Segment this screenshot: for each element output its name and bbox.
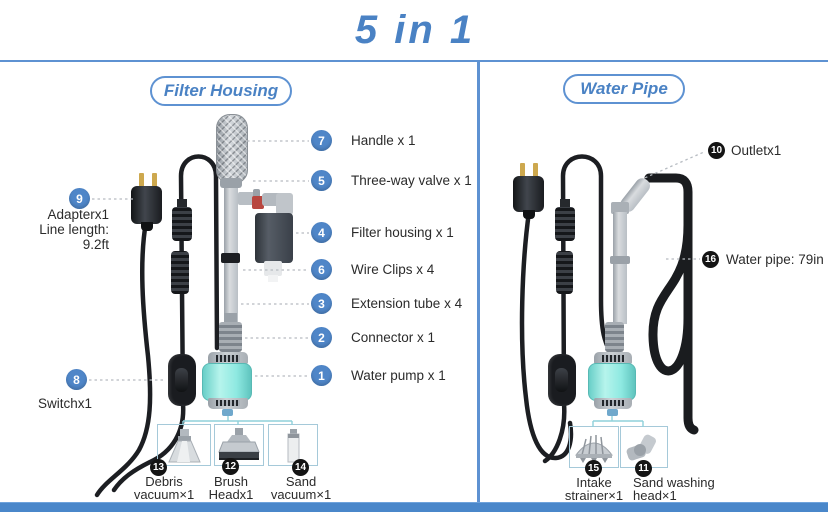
- callout-badge: 2: [311, 327, 332, 348]
- callout-badge: 16: [702, 251, 719, 268]
- bottom-bar: [0, 502, 828, 512]
- callout-label: Extension tube x 4: [351, 296, 463, 311]
- power-cable: [94, 219, 153, 498]
- filter-housing-red-ring: [252, 196, 264, 209]
- attachment-label: Sand washing head×1: [633, 476, 743, 502]
- callout-badge: 15: [585, 460, 602, 477]
- filter-housing-canister: [255, 213, 293, 263]
- callout-badge: 10: [708, 142, 725, 159]
- panel-header-label: Water Pipe: [580, 79, 668, 98]
- attachment-label: Intake strainer×1: [549, 476, 639, 502]
- attachment-label-line: Headx1: [208, 487, 254, 502]
- filter-housing-panel-header: Filter Housing: [150, 76, 292, 106]
- callout-badge: 11: [635, 460, 652, 477]
- cable-connector: [172, 207, 192, 241]
- adapter-label-line: 9.2ft: [82, 237, 109, 252]
- water-pipe-coil: [648, 220, 693, 376]
- plug-base: [523, 210, 535, 219]
- callout-badge: 4: [311, 222, 332, 243]
- power-plug: [513, 176, 544, 212]
- attachment-label: Brush Headx1: [186, 475, 276, 501]
- three-way-valve: [220, 178, 242, 188]
- panel-divider: [477, 62, 480, 502]
- power-cable-right: [519, 209, 574, 461]
- adapter-label-line: Line length:: [39, 222, 109, 237]
- attachment-label: Sand vacuum×1: [256, 475, 346, 501]
- attachment-label-line: strainer×1: [564, 488, 624, 503]
- top-divider: [0, 60, 828, 62]
- callout-badge: 1: [311, 365, 332, 386]
- filter-housing-tip: [268, 275, 278, 282]
- water-pump: [202, 363, 252, 401]
- callout-badge: 8: [66, 369, 87, 390]
- debris-vacuum-icon: [168, 429, 201, 463]
- sand-washing-head-icon: [626, 434, 656, 461]
- water-pump: [588, 363, 636, 401]
- cable-connector: [556, 251, 573, 294]
- handle: [216, 114, 248, 184]
- switch-label: Switchx1: [38, 396, 93, 411]
- callout-badge: 9: [69, 188, 90, 209]
- cable-connector: [171, 251, 189, 294]
- adapter-label: Adapterx1 Line length: 9.2ft: [10, 207, 109, 252]
- tube-connector: [605, 322, 624, 352]
- plug-base: [141, 222, 153, 231]
- inline-switch-button: [555, 368, 568, 392]
- callout-label: Three-way valve x 1: [351, 173, 472, 188]
- callout-badge: 6: [311, 259, 332, 280]
- water-pump-vents: [602, 355, 624, 362]
- outlet-collar: [611, 202, 629, 214]
- attachment-label-line: Intake: [576, 475, 612, 490]
- attachment-box: [157, 424, 211, 466]
- power-plug: [131, 186, 162, 224]
- wire-clip: [221, 253, 240, 263]
- tube-connector: [219, 322, 242, 352]
- attachment-label-line: Sand: [285, 474, 317, 489]
- water-pump-nozzle: [607, 409, 618, 416]
- tube-joint: [610, 256, 630, 264]
- plug-prong: [533, 163, 538, 178]
- water-pipe-label: Water pipe: 79in: [726, 252, 824, 267]
- plug-prong: [520, 163, 525, 178]
- callout-label: Water pump x 1: [351, 368, 446, 383]
- three-way-valve-port: [238, 192, 255, 205]
- callout-label: Wire Clips x 4: [351, 262, 435, 277]
- callout-badge: 5: [311, 170, 332, 191]
- panel-header-label: Filter Housing: [163, 81, 279, 100]
- brush-head-icon: [218, 428, 260, 460]
- callout-badge: 12: [222, 458, 239, 475]
- tube-connector-neck: [224, 313, 237, 323]
- callout-badge: 3: [311, 293, 332, 314]
- water-pipe: [644, 173, 699, 435]
- callout-label: Filter housing x 1: [351, 225, 454, 240]
- water-pump-vents: [216, 355, 240, 362]
- attachment-label-line: head×1: [633, 488, 677, 503]
- page-title: 5 in 1: [354, 8, 476, 52]
- inline-switch-button: [175, 368, 188, 392]
- pump-cable-right: [542, 154, 613, 464]
- water-pump-nozzle: [222, 409, 233, 416]
- extension-tube: [613, 212, 627, 324]
- attachment-box: [214, 424, 264, 466]
- cable-connector: [555, 207, 575, 241]
- outlet-label: Outletx1: [731, 143, 782, 158]
- sand-vacuum-icon: [287, 429, 300, 463]
- adapter-label-line: Adapterx1: [47, 207, 109, 222]
- attachment-box: [268, 424, 318, 466]
- water-pump-vents: [602, 400, 624, 406]
- callout-badge: 14: [292, 459, 309, 476]
- leader-line-outlet: [639, 151, 705, 181]
- attachment-label-line: Brush: [214, 474, 248, 489]
- callout-label: Connector x 1: [351, 330, 436, 345]
- callout-label: Handle x 1: [351, 133, 416, 148]
- water-pump-vents: [216, 400, 240, 406]
- filter-housing-nozzle: [264, 261, 282, 276]
- water-pipe-panel-header: Water Pipe: [563, 74, 685, 104]
- filter-housing-elbow: [276, 193, 293, 215]
- callout-badge: 7: [311, 130, 332, 151]
- attachment-label-line: vacuum×1: [270, 487, 332, 502]
- attachment-label-line: Sand washing: [633, 475, 715, 490]
